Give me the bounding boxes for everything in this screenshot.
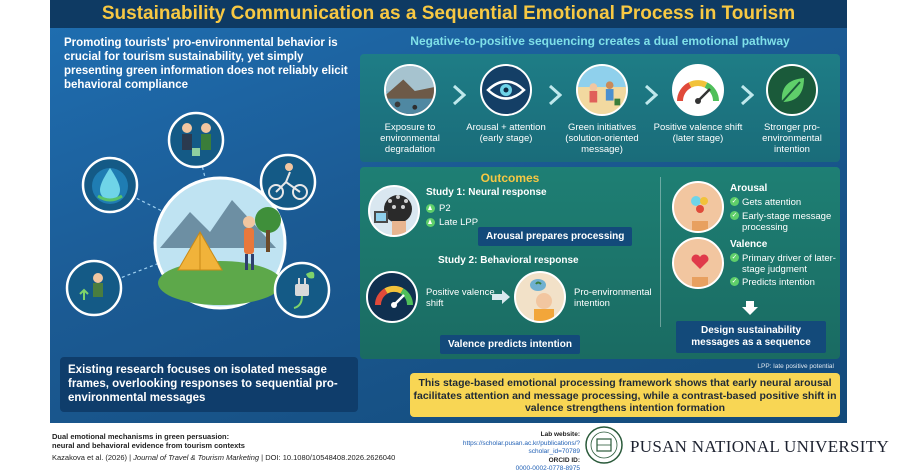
valence-gauge-icon bbox=[366, 271, 418, 323]
outcomes-divider bbox=[660, 177, 661, 327]
stage-label: Arousal + attention (early stage) bbox=[466, 122, 546, 144]
recycling-people-icon bbox=[167, 111, 225, 169]
study1-indicator: P2 bbox=[426, 203, 451, 214]
chevron-right-icon bbox=[548, 84, 562, 106]
stage-label: Positive valence shift (later stage) bbox=[653, 122, 743, 144]
lab-url-link[interactable]: https://scholar.pusan.ac.kr/publications… bbox=[462, 439, 580, 456]
study1-indicator: Late LPP bbox=[426, 217, 478, 228]
footer: Dual emotional mechanisms in green persu… bbox=[0, 423, 897, 470]
conclusion-box: This stage-based emotional processing fr… bbox=[410, 373, 840, 417]
polluted-coast-icon bbox=[384, 64, 436, 116]
infographic-poster: Sustainability Communication as a Sequen… bbox=[50, 0, 847, 423]
university-seal-icon bbox=[585, 426, 623, 464]
eco-plug-icon bbox=[273, 261, 331, 319]
stage-label: Green initiatives (solution-oriented mes… bbox=[565, 122, 639, 155]
arousal-title: Arousal bbox=[730, 183, 768, 194]
study1-title: Study 1: Neural response bbox=[426, 187, 547, 198]
valence-shift-label: Positive valence shift bbox=[426, 287, 495, 309]
chevron-right-icon bbox=[740, 84, 754, 106]
indicator-label: P2 bbox=[439, 203, 451, 214]
paper-title-line1: Dual emotional mechanisms in green persu… bbox=[52, 432, 230, 441]
arousal-item: Early-stage message processing bbox=[730, 211, 838, 233]
valence-item: Predicts intention bbox=[730, 277, 838, 288]
citation: Dual emotional mechanisms in green persu… bbox=[52, 432, 396, 462]
study1-conclusion-tag: Arousal prepares processing bbox=[478, 227, 633, 246]
stage-green-initiatives: Green initiatives (solution-oriented mes… bbox=[556, 54, 648, 155]
stage-valence-shift: Positive valence shift (later stage) bbox=[652, 54, 744, 144]
thinking-person-icon bbox=[514, 271, 566, 323]
authors: Kazakova et al. (2026) bbox=[52, 453, 128, 462]
valence-heart-icon bbox=[672, 237, 724, 289]
research-gap-box: Existing research focuses on isolated me… bbox=[60, 357, 358, 412]
arrow-right-icon bbox=[492, 290, 510, 304]
hub-graphic bbox=[65, 111, 331, 319]
increase-arrow-icon bbox=[426, 204, 435, 213]
lab-label: Lab website: bbox=[540, 431, 580, 438]
valence-title: Valence bbox=[730, 239, 768, 250]
outcomes-heading: Outcomes bbox=[480, 171, 540, 185]
title-bar: Sustainability Communication as a Sequen… bbox=[50, 0, 847, 28]
study2-title: Study 2: Behavioral response bbox=[438, 255, 579, 266]
paper-title-line2: neural and behavioral evidence from tour… bbox=[52, 441, 245, 450]
planting-icon bbox=[65, 259, 123, 317]
valence-item: Primary driver of later-stage judgment bbox=[730, 253, 838, 275]
water-drop-icon bbox=[81, 156, 139, 214]
lab-info: Lab website: https://scholar.pusan.ac.kr… bbox=[430, 431, 580, 470]
camping-scene-icon bbox=[153, 176, 287, 310]
university-name: PUSAN NATIONAL UNIVERSITY bbox=[630, 437, 890, 456]
sequence-band: Exposure to environmental degradation Ar… bbox=[360, 54, 840, 162]
poster-title: Sustainability Communication as a Sequen… bbox=[101, 3, 796, 24]
left-hub-illustration bbox=[50, 0, 390, 423]
eye-icon bbox=[480, 64, 532, 116]
stage-intention: Stronger pro-environmental intention bbox=[746, 54, 838, 155]
orcid-link[interactable]: 0000-0002-0778-8975 bbox=[515, 465, 580, 470]
sequence-heading: Negative-to-positive sequencing creates … bbox=[410, 34, 790, 48]
indicator-label: Late LPP bbox=[439, 217, 479, 228]
stage-arousal: Arousal + attention (early stage) bbox=[460, 54, 552, 144]
arousal-brain-icon bbox=[672, 181, 724, 233]
intention-label: Pro-environmental intention bbox=[574, 287, 652, 309]
stage-label: Exposure to environmental degradation bbox=[380, 122, 440, 155]
brain-scan-icon bbox=[368, 185, 420, 237]
chevron-right-icon bbox=[452, 84, 466, 106]
orcid-label: ORCID ID: bbox=[548, 456, 580, 464]
stage-label: Stronger pro-environmental intention bbox=[762, 122, 822, 155]
study2-conclusion-tag: Valence predicts intention bbox=[440, 335, 580, 354]
cyclist-icon bbox=[259, 153, 317, 211]
beach-cleanup-icon bbox=[576, 64, 628, 116]
arrow-down-icon bbox=[742, 301, 758, 315]
lpp-footnote: LPP: late positive potential bbox=[757, 363, 834, 370]
gauge-icon bbox=[672, 64, 724, 116]
leaf-icon bbox=[766, 64, 818, 116]
arousal-item: Gets attention bbox=[730, 197, 838, 208]
doi: DOI: 10.1080/10548408.2026.2626040 bbox=[265, 453, 396, 462]
stage-exposure: Exposure to environmental degradation bbox=[364, 54, 456, 155]
right-panel: Negative-to-positive sequencing creates … bbox=[360, 32, 840, 417]
intro-text: Promoting tourists' pro-environmental be… bbox=[64, 37, 348, 91]
journal: Journal of Travel & Tourism Marketing bbox=[133, 453, 260, 462]
design-recommendation: Design sustainability messages as a sequ… bbox=[676, 321, 826, 353]
chevron-right-icon bbox=[644, 84, 658, 106]
increase-arrow-icon bbox=[426, 218, 435, 227]
outcomes-panel: Outcomes Study 1: Neural response P2 Lat… bbox=[360, 167, 840, 359]
